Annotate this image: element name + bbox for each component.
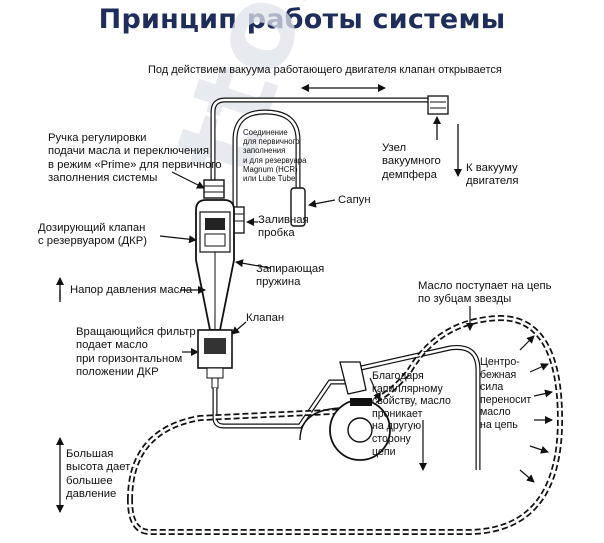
knob-pointer bbox=[171, 171, 205, 189]
oil-to-chain-label: Масло поступает на цепь по зубцам звезды bbox=[418, 280, 552, 306]
metering-valve-label: Дозирующий клапан с резервуаром (ДКР) bbox=[38, 222, 148, 248]
adjust-knob bbox=[203, 179, 225, 199]
capillary-pointer bbox=[369, 377, 381, 401]
breather bbox=[290, 187, 306, 227]
vacuum-damper bbox=[427, 95, 449, 115]
height-label: Большая высота дает большее давление bbox=[66, 448, 131, 501]
breather-label: Сапун bbox=[338, 194, 371, 206]
capillary-label: Благодаря капиллярному свойству, масло п… bbox=[372, 370, 451, 458]
metering-pointer bbox=[159, 235, 197, 244]
valve-label: Клапан bbox=[246, 312, 285, 324]
vacuum-caption: Под действием вакуума работающего двигат… bbox=[148, 64, 502, 76]
oil-nozzle bbox=[339, 361, 367, 395]
centrifugal-label: Центро- бежная сила переносит масло на ц… bbox=[480, 356, 532, 431]
oil-pressure-label: Напор давления масла bbox=[70, 284, 193, 296]
locking-spring-label: Запирающая пружина bbox=[256, 263, 325, 289]
connection-note: Соединение для первичного заполнения и д… bbox=[243, 128, 307, 184]
adjust-knob-label: Ручка регулировки подачи масла и переклю… bbox=[48, 132, 222, 185]
breather-pointer bbox=[308, 199, 336, 208]
page-title: Принцип работы системы bbox=[98, 4, 506, 35]
centrifugal-arrow-1 bbox=[519, 335, 535, 351]
rotating-filter-label: Вращающийся фильтр подает масло при гори… bbox=[76, 326, 196, 379]
vacuum-damper-label: Узел вакуумного демпфера bbox=[382, 142, 441, 181]
filler-cap-label: Заливная пробка bbox=[258, 214, 309, 240]
spring-pointer bbox=[235, 259, 271, 269]
to-vacuum-label: К вакууму двигателя bbox=[466, 162, 519, 188]
valve-pointer bbox=[231, 321, 247, 335]
